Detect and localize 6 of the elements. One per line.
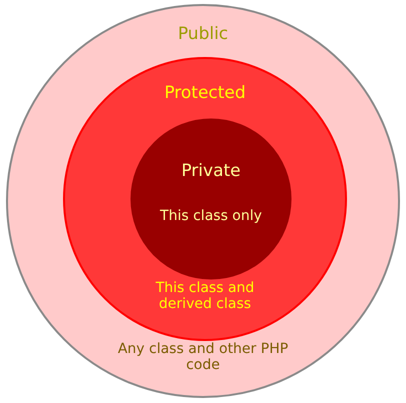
circle-heading: Public	[176, 25, 230, 45]
circle-heading: Protected	[163, 84, 247, 104]
circle-heading: Private	[180, 162, 242, 182]
circle-description: This class and derived class	[154, 280, 256, 312]
circle-description: Any class and other PHP code	[116, 341, 290, 374]
circle-description: This class only	[159, 208, 263, 224]
